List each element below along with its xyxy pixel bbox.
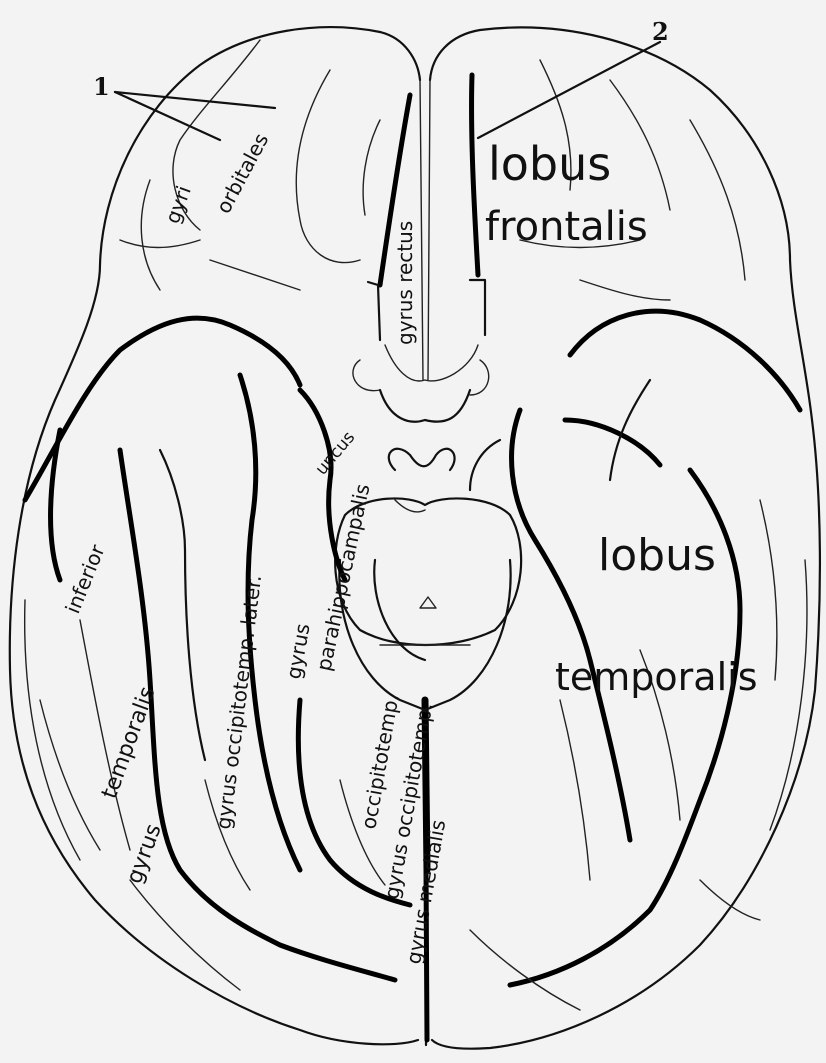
- label-gyrus-parahippocampalis-1: gyrus: [281, 622, 314, 681]
- pointer-label-2: 2: [652, 17, 669, 46]
- label-occipitotemp-later: gyrus occipitotemp. later.: [211, 574, 266, 831]
- label-lobus-temporalis-2: temporalis: [555, 655, 758, 699]
- pointer-label-1: 1: [93, 72, 110, 101]
- label-uncus: uncus: [312, 428, 360, 480]
- pointer-lines: [115, 42, 660, 140]
- label-lobus-frontalis-1: lobus: [488, 137, 611, 191]
- right-hemisphere-sulci: [470, 311, 800, 985]
- label-inferior: inferior: [60, 541, 109, 617]
- label-lobus-frontalis-2: frontalis: [485, 204, 648, 250]
- label-gyrus-left: gyrus: [122, 821, 167, 887]
- label-gyrus-parahippocampalis-2: parahippocampalis: [311, 482, 374, 673]
- left-hemisphere-sulci: [25, 318, 410, 980]
- label-lobus-temporalis-1: lobus: [598, 530, 716, 581]
- label-orbitales: orbitales: [211, 129, 273, 217]
- brainstem: [335, 390, 521, 710]
- frontal-gyri-detail: [120, 40, 745, 300]
- label-gyrus-rectus: gyrus rectus: [393, 221, 417, 345]
